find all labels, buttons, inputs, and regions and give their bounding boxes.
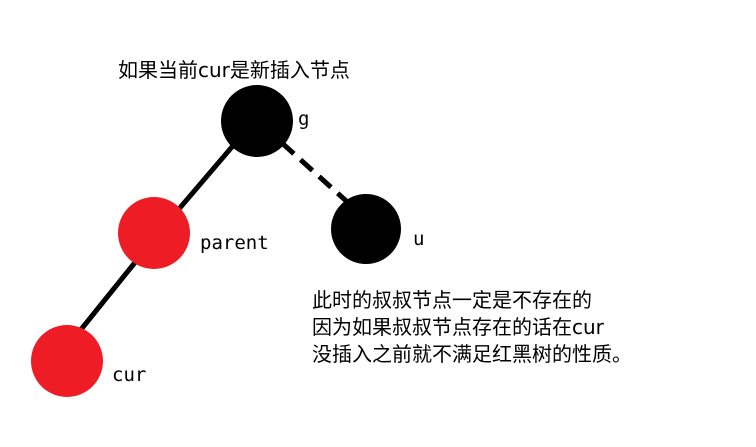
explanation-note: 此时的叔叔节点一定是不存在的 因为如果叔叔节点存在的话在cur 没插入之前就不满… xyxy=(312,287,632,368)
node-label-u: u xyxy=(413,228,425,250)
node-label-g: g xyxy=(298,108,310,130)
node-parent xyxy=(118,197,190,269)
edge-parent-cur xyxy=(76,257,140,335)
note-line: 没插入之前就不满足红黑树的性质。 xyxy=(312,342,632,366)
node-u xyxy=(331,194,401,264)
edge-g-u xyxy=(280,141,356,210)
note-line: 因为如果叔叔节点存在的话在cur xyxy=(312,315,604,339)
node-label-cur: cur xyxy=(112,364,147,386)
diagram-title: 如果当前cur是新插入节点 xyxy=(118,58,350,82)
note-line: 此时的叔叔节点一定是不存在的 xyxy=(312,288,592,312)
node-g xyxy=(221,85,293,157)
node-cur xyxy=(31,325,103,397)
node-label-parent: parent xyxy=(200,232,269,254)
